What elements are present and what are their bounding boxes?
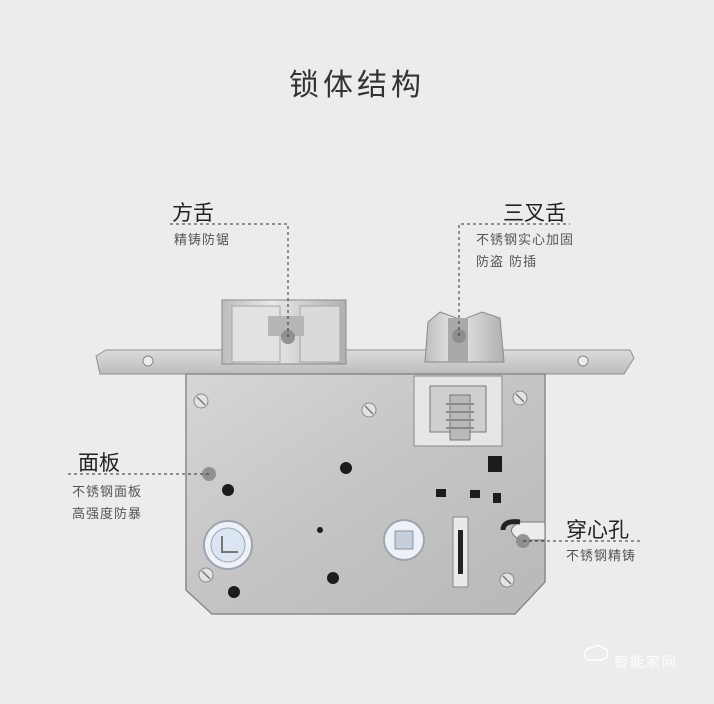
callout-through-hole-title: 穿心孔	[566, 518, 629, 542]
page-title: 锁体结构	[289, 68, 425, 103]
callout-triple-tongue-title: 三叉舌	[503, 201, 566, 225]
callout-square-tongue-title: 方舌	[172, 201, 214, 225]
callout-triple-tongue-desc-1: 不锈钢实心加固	[476, 233, 575, 248]
callout-panel-desc-2: 高强度防暴	[72, 507, 143, 522]
callout-triple-tongue-desc-2: 防盗 防插	[476, 255, 538, 270]
callout-panel-title: 面板	[78, 451, 120, 475]
watermark-text: 智能家网	[614, 655, 678, 671]
faceplate	[95, 349, 635, 375]
callout-through-hole-desc: 不锈钢精铸	[566, 549, 637, 564]
lock-case	[185, 373, 546, 615]
callout-panel-desc-1: 不锈钢面板	[72, 485, 143, 500]
watermark-logo-icon	[584, 644, 609, 661]
callout-square-tongue-desc: 精铸防锯	[174, 233, 231, 248]
